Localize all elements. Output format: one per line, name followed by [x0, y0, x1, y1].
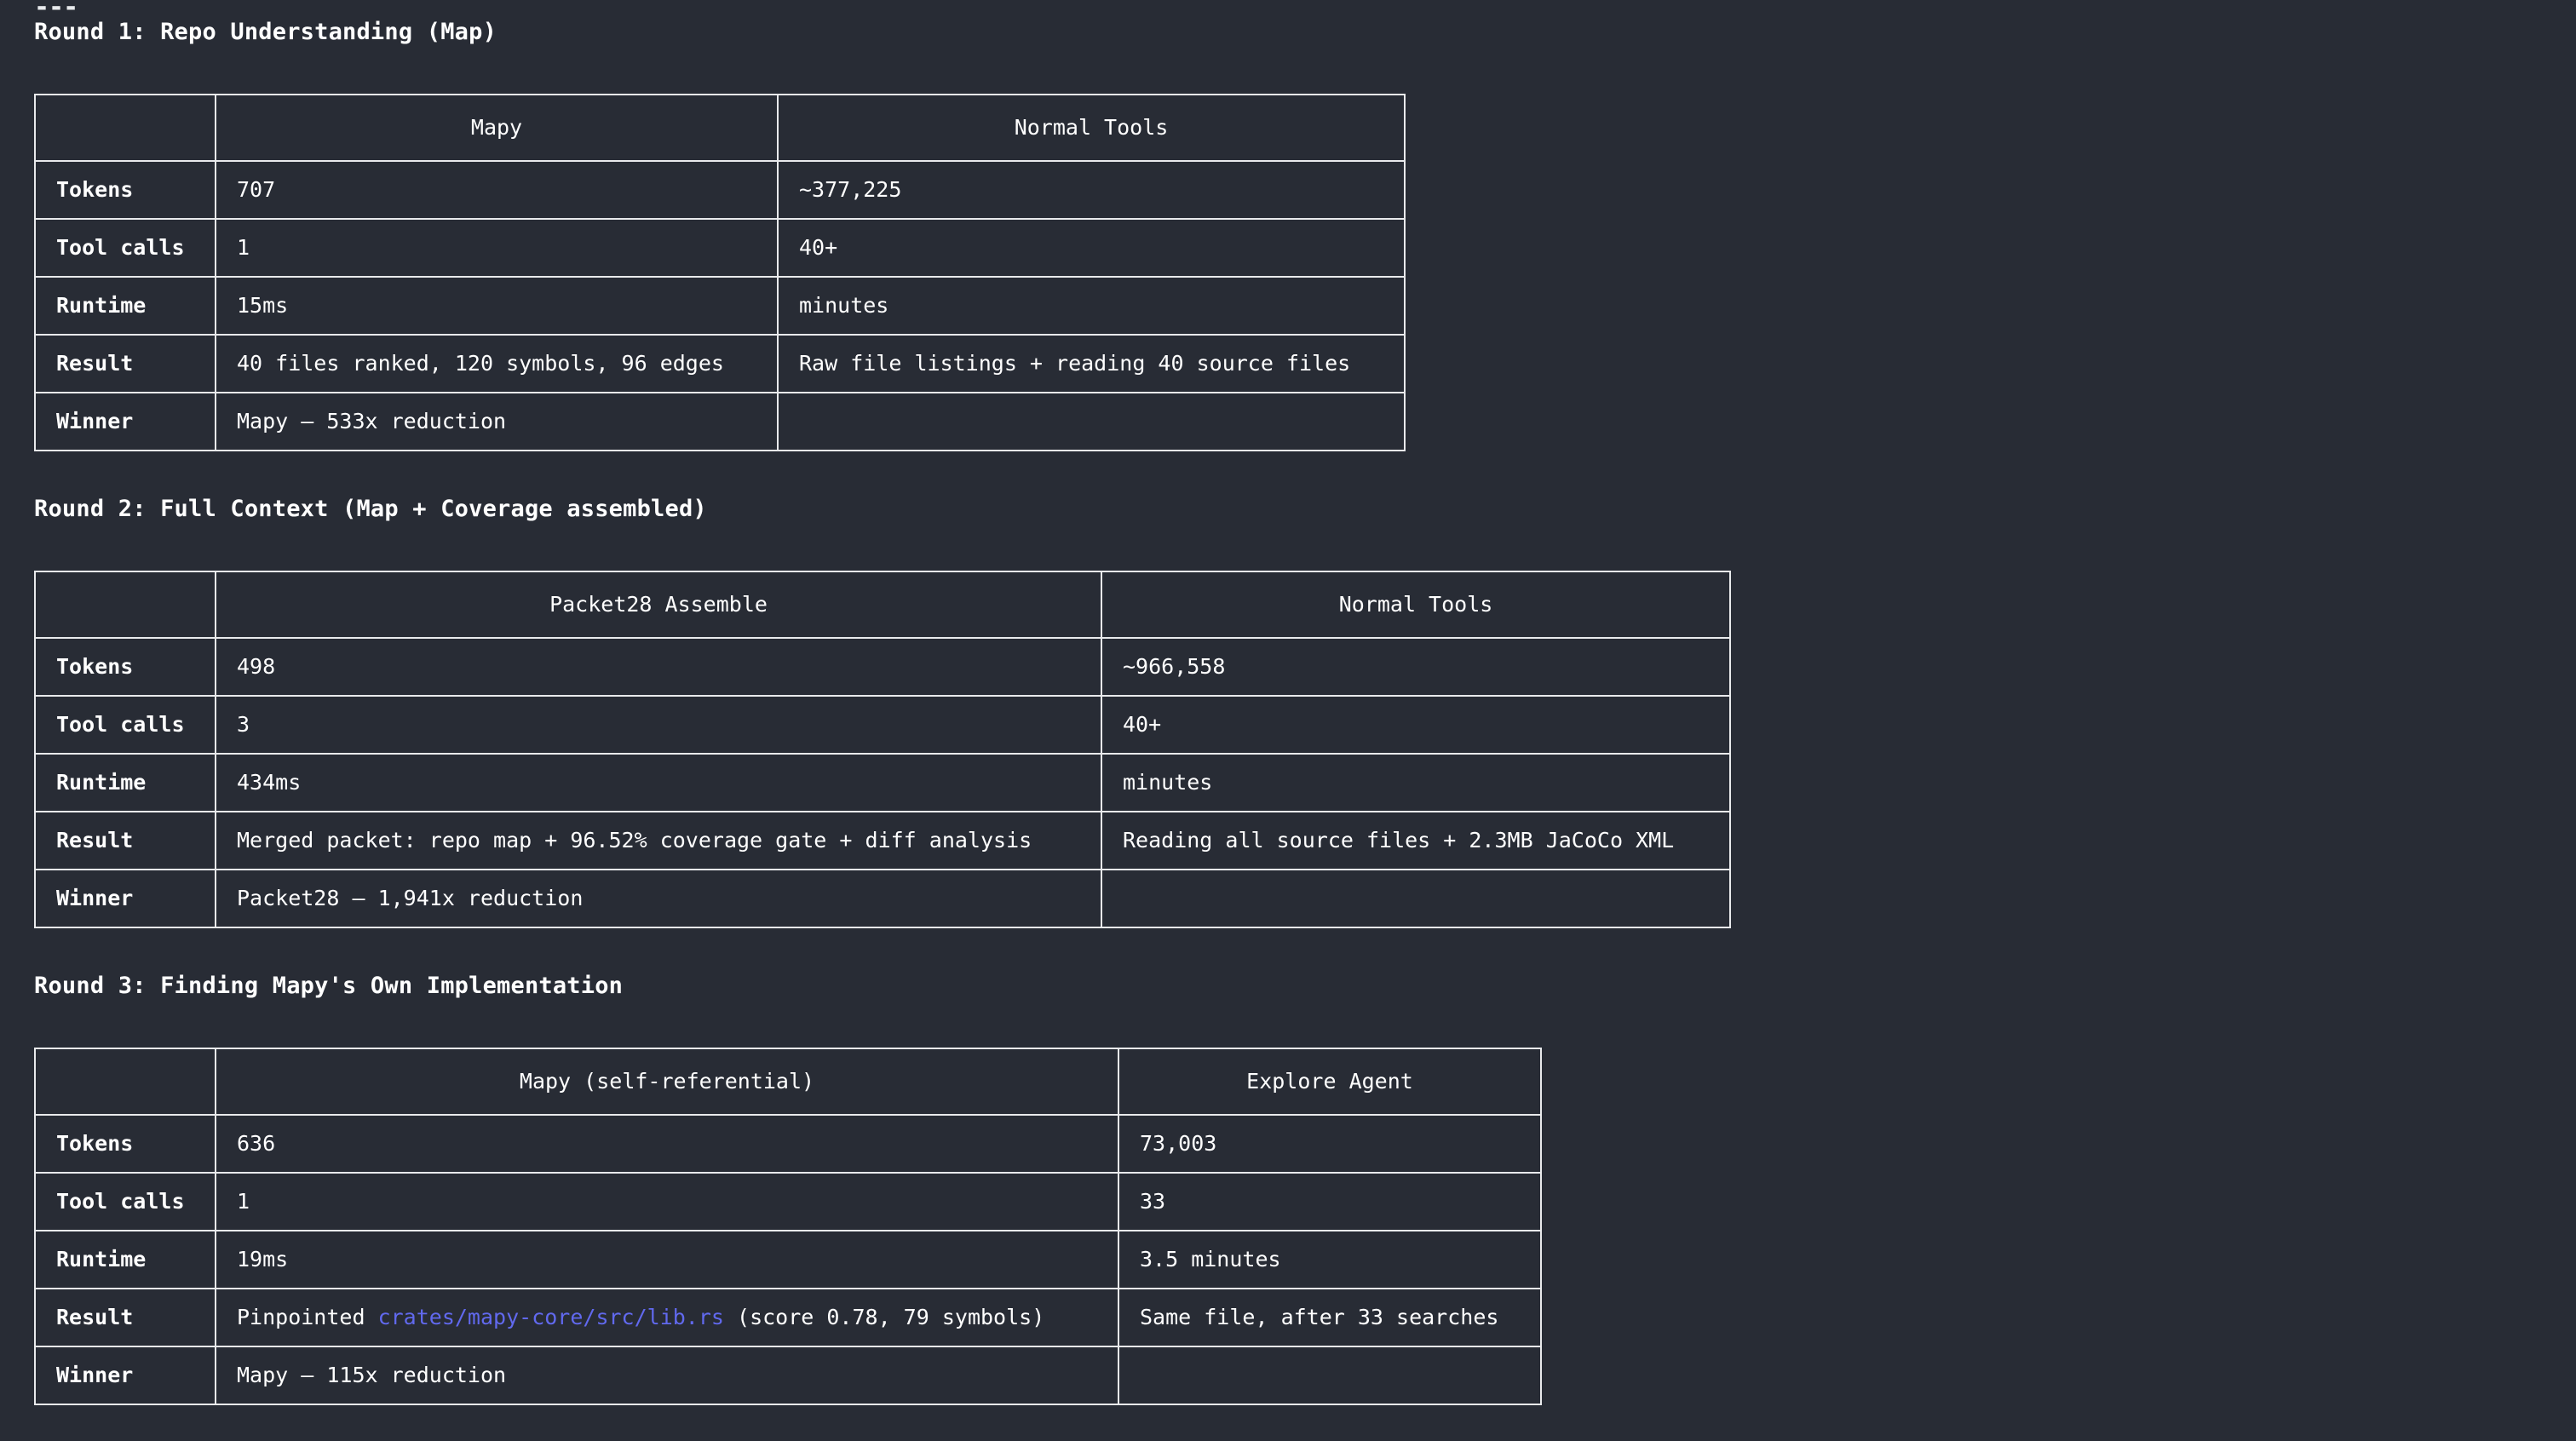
table-row: Tokens 636 73,003	[34, 1114, 1542, 1174]
column-header-baseline: Normal Tools	[777, 94, 1406, 162]
cell-baseline-tokens: ~966,558	[1101, 637, 1731, 697]
source-file-link[interactable]: crates/mapy-core/src/lib.rs	[377, 1305, 724, 1329]
cell-subject-result: Merged packet: repo map + 96.52% coverag…	[215, 811, 1102, 870]
table-row: Runtime 434ms minutes	[34, 753, 1731, 812]
heading-round-3: Round 3: Finding Mapy's Own Implementati…	[34, 973, 624, 999]
table-row: Tokens 707 ~377,225	[34, 160, 1406, 220]
row-label-tokens: Tokens	[34, 160, 216, 220]
cell-subject-tool-calls: 3	[215, 695, 1102, 755]
cell-baseline-runtime: 3.5 minutes	[1118, 1230, 1542, 1289]
column-header-blank	[34, 94, 216, 162]
horizontal-rule-dashes: ---	[34, 0, 78, 22]
row-label-result: Result	[34, 1288, 216, 1347]
table-row: Tool calls 3 40+	[34, 695, 1731, 755]
table-header-row: Packet28 Assemble Normal Tools	[34, 571, 1731, 639]
cell-baseline-tool-calls: 33	[1118, 1172, 1542, 1231]
cell-subject-runtime: 434ms	[215, 753, 1102, 812]
table-header-row: Mapy Normal Tools	[34, 94, 1406, 162]
row-label-result: Result	[34, 334, 216, 393]
table-round-1: Mapy Normal Tools Tokens 707 ~377,225 To…	[34, 94, 1406, 451]
column-header-baseline: Normal Tools	[1101, 571, 1731, 639]
heading-round-1: Round 1: Repo Understanding (Map)	[34, 19, 497, 45]
cell-baseline-result: Same file, after 33 searches	[1118, 1288, 1542, 1347]
cell-baseline-winner	[777, 392, 1406, 451]
row-label-result: Result	[34, 811, 216, 870]
table-row: Result 40 files ranked, 120 symbols, 96 …	[34, 334, 1406, 393]
cell-baseline-tool-calls: 40+	[1101, 695, 1731, 755]
row-label-winner: Winner	[34, 869, 216, 928]
row-label-winner: Winner	[34, 1346, 216, 1405]
cell-subject-winner: Packet28 — 1,941x reduction	[215, 869, 1102, 928]
row-label-runtime: Runtime	[34, 276, 216, 336]
row-label-tool-calls: Tool calls	[34, 218, 216, 278]
cell-subject-winner: Mapy — 533x reduction	[215, 392, 779, 451]
cell-baseline-winner	[1101, 869, 1731, 928]
heading-round-2: Round 2: Full Context (Map + Coverage as…	[34, 496, 707, 522]
cell-subject-tokens: 636	[215, 1114, 1119, 1174]
table-row: Runtime 15ms minutes	[34, 276, 1406, 336]
cell-subject-tokens: 498	[215, 637, 1102, 697]
table-row: Result Merged packet: repo map + 96.52% …	[34, 811, 1731, 870]
table-row: Winner Mapy — 115x reduction	[34, 1346, 1542, 1405]
column-header-subject: Mapy (self-referential)	[215, 1048, 1119, 1116]
row-label-tool-calls: Tool calls	[34, 695, 216, 755]
table-row: Winner Packet28 — 1,941x reduction	[34, 869, 1731, 928]
cell-subject-runtime: 15ms	[215, 276, 779, 336]
cell-subject-tokens: 707	[215, 160, 779, 220]
row-label-tokens: Tokens	[34, 637, 216, 697]
cell-baseline-runtime: minutes	[1101, 753, 1731, 812]
result-suffix-text: (score 0.78, 79 symbols)	[723, 1305, 1045, 1329]
table-header-row: Mapy (self-referential) Explore Agent	[34, 1048, 1542, 1116]
cell-subject-result: 40 files ranked, 120 symbols, 96 edges	[215, 334, 779, 393]
cell-baseline-tokens: ~377,225	[777, 160, 1406, 220]
cell-baseline-runtime: minutes	[777, 276, 1406, 336]
cell-baseline-tokens: 73,003	[1118, 1114, 1542, 1174]
cell-subject-result: Pinpointed crates/mapy-core/src/lib.rs (…	[215, 1288, 1119, 1347]
result-prefix-text: Pinpointed	[237, 1305, 378, 1329]
row-label-tool-calls: Tool calls	[34, 1172, 216, 1231]
column-header-subject: Mapy	[215, 94, 779, 162]
table-row: Tool calls 1 33	[34, 1172, 1542, 1231]
cell-subject-tool-calls: 1	[215, 218, 779, 278]
table-round-3: Mapy (self-referential) Explore Agent To…	[34, 1048, 1542, 1405]
column-header-baseline: Explore Agent	[1118, 1048, 1542, 1116]
table-row: Tokens 498 ~966,558	[34, 637, 1731, 697]
cell-baseline-result: Reading all source files + 2.3MB JaCoCo …	[1101, 811, 1731, 870]
table-row: Tool calls 1 40+	[34, 218, 1406, 278]
row-label-runtime: Runtime	[34, 753, 216, 812]
column-header-blank	[34, 571, 216, 639]
column-header-blank	[34, 1048, 216, 1116]
row-label-winner: Winner	[34, 392, 216, 451]
cell-baseline-tool-calls: 40+	[777, 218, 1406, 278]
table-round-2: Packet28 Assemble Normal Tools Tokens 49…	[34, 571, 1731, 928]
row-label-runtime: Runtime	[34, 1230, 216, 1289]
row-label-tokens: Tokens	[34, 1114, 216, 1174]
cell-subject-runtime: 19ms	[215, 1230, 1119, 1289]
table-row: Winner Mapy — 533x reduction	[34, 392, 1406, 451]
cell-baseline-winner	[1118, 1346, 1542, 1405]
column-header-subject: Packet28 Assemble	[215, 571, 1102, 639]
cell-subject-winner: Mapy — 115x reduction	[215, 1346, 1119, 1405]
cell-baseline-result: Raw file listings + reading 40 source fi…	[777, 334, 1406, 393]
cell-subject-tool-calls: 1	[215, 1172, 1119, 1231]
table-row: Result Pinpointed crates/mapy-core/src/l…	[34, 1288, 1542, 1347]
table-row: Runtime 19ms 3.5 minutes	[34, 1230, 1542, 1289]
